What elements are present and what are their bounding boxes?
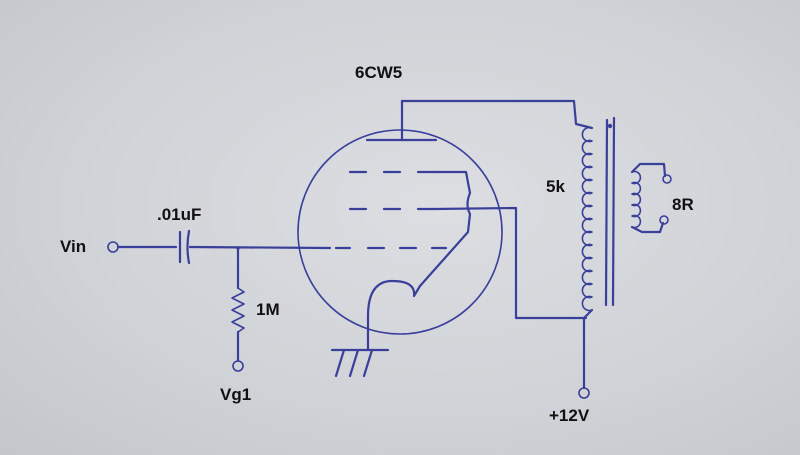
transformer-core xyxy=(604,116,616,307)
tube-plate xyxy=(365,99,438,142)
screen-grid-wire xyxy=(432,206,588,320)
coupling-capacitor xyxy=(178,229,191,265)
transformer-primary-coil xyxy=(581,126,593,312)
secondary-bottom-wire xyxy=(630,221,665,234)
tube-type-label: 6CW5 xyxy=(355,63,403,82)
tube-grids xyxy=(334,170,448,250)
supply-wire xyxy=(582,308,594,390)
speaker-terminal-top xyxy=(662,174,672,184)
vin-terminal xyxy=(107,241,119,253)
polarity-dot xyxy=(607,123,613,129)
primary-impedance-label: 5k xyxy=(546,177,565,196)
supply-terminal xyxy=(578,387,590,399)
vg1-terminal xyxy=(232,360,244,372)
vg1-label: Vg1 xyxy=(220,385,252,404)
tube-cathode xyxy=(366,279,422,318)
grid-resistor xyxy=(231,246,245,363)
speaker-terminal-bottom xyxy=(659,215,669,225)
transformer-secondary-coil xyxy=(631,170,642,229)
tube-envelope xyxy=(297,129,503,335)
resistor-label: 1M xyxy=(256,300,280,319)
secondary-top-wire xyxy=(630,162,667,178)
suppressor-connection xyxy=(418,170,472,288)
plate-wire xyxy=(400,99,594,130)
capacitor-label: .01uF xyxy=(157,205,202,224)
ground-symbol xyxy=(330,314,390,378)
vin-label: Vin xyxy=(60,237,87,256)
speaker-impedance-label: 8R xyxy=(672,195,694,214)
grid-wire xyxy=(188,245,332,250)
supply-voltage-label: +12V xyxy=(549,406,590,425)
